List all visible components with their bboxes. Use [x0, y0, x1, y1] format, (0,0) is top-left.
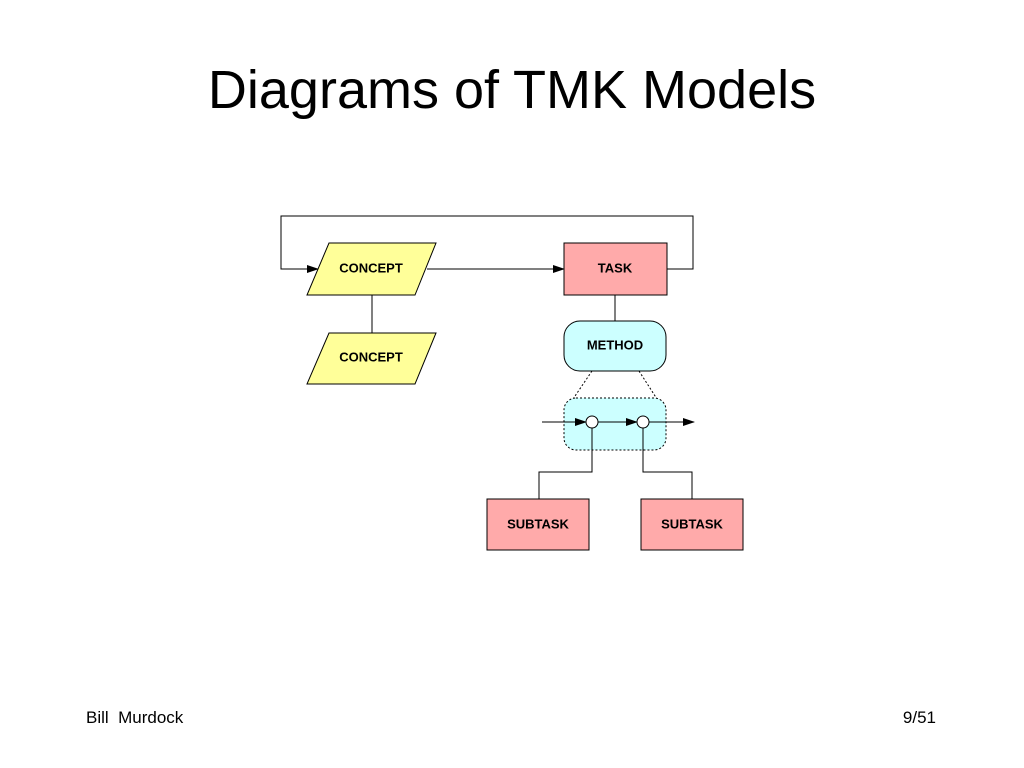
slide-title: Diagrams of TMK Models — [207, 60, 817, 120]
subtask-node-left: SUBTASK — [486, 498, 590, 551]
method-expansion-line-right — [638, 370, 658, 400]
task-shape — [563, 242, 668, 296]
concept-top-label: CONCEPT — [339, 260, 403, 275]
concept-node-bottom: CONCEPT — [306, 332, 437, 385]
concept-node-top: CONCEPT — [306, 242, 437, 296]
method-shape — [563, 320, 667, 372]
state-to-subtask-left-connector — [538, 428, 593, 499]
subtask-left-label: SUBTASK — [507, 516, 569, 531]
footer-author: Bill Murdock — [86, 708, 184, 727]
method-mechanism-box — [563, 397, 667, 451]
concept-bottom-shape — [306, 332, 437, 385]
method-label: METHOD — [587, 337, 643, 352]
method-node: METHOD — [563, 320, 667, 372]
task-to-concept-loop-line — [280, 215, 694, 273]
subtask-left-shape — [486, 498, 590, 551]
task-label: TASK — [598, 260, 633, 275]
concept-bottom-label: CONCEPT — [339, 349, 403, 364]
subtask-node-right: SUBTASK — [640, 498, 744, 551]
state-to-subtask-right-connector — [642, 428, 693, 499]
method-expansion-line-left — [572, 370, 593, 400]
task-node: TASK — [563, 242, 668, 296]
footer-page-number: 9/51 — [902, 708, 936, 727]
state-node-second — [636, 415, 650, 429]
concept-top-shape — [306, 242, 437, 296]
subtask-right-label: SUBTASK — [661, 516, 723, 531]
subtask-right-shape — [640, 498, 744, 551]
state-node-first — [585, 415, 599, 429]
